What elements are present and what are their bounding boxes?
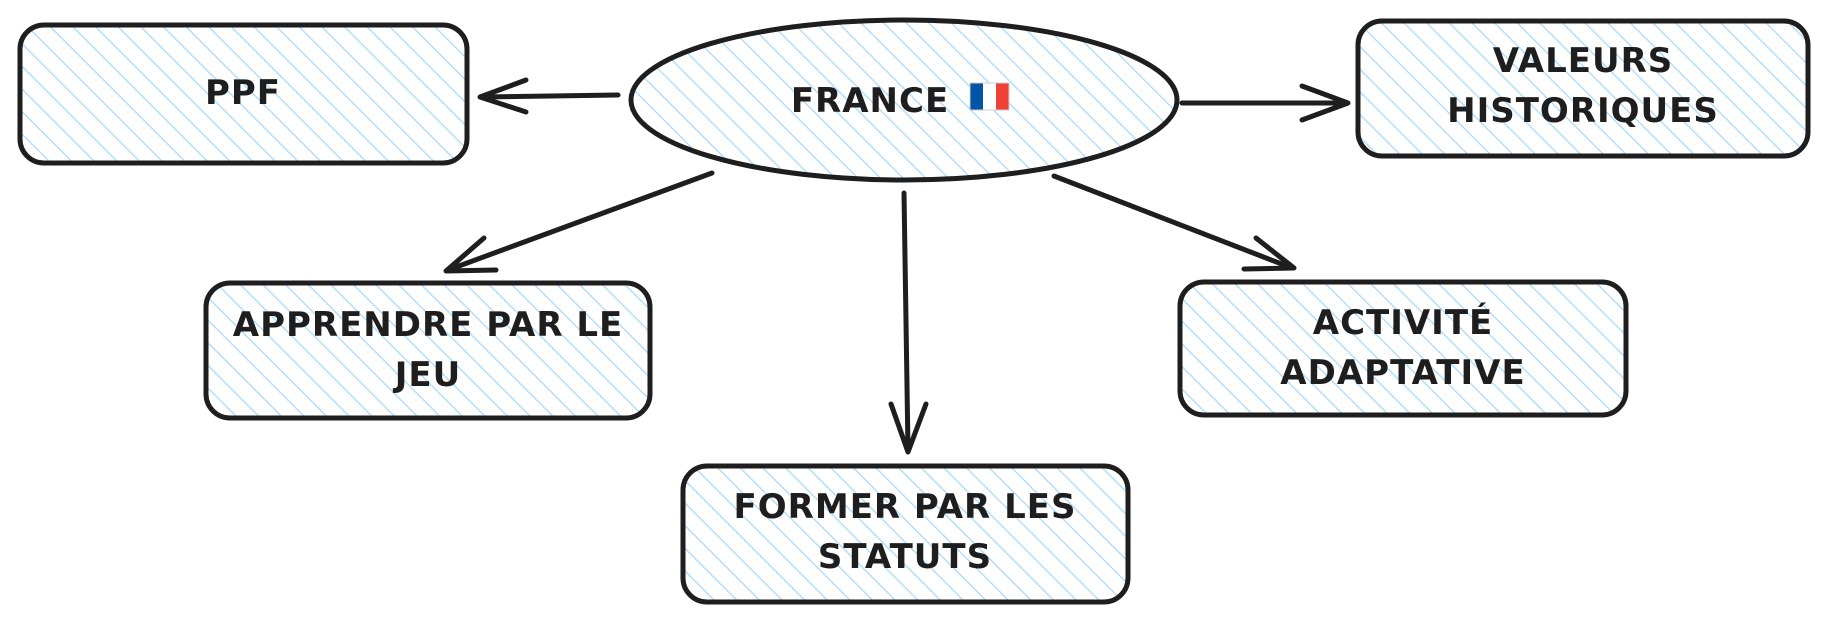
node-valeurs-label-line-1: VALEURS xyxy=(1493,41,1674,81)
node-valeurs-label-line-2: HISTORIQUES xyxy=(1447,91,1719,131)
france-flag-icon xyxy=(969,82,1010,111)
node-ppf-label-line-1: PPF xyxy=(205,73,281,113)
node-activite-label-line-1: ACTIVITÉ xyxy=(1313,302,1494,343)
flag-stripe-white xyxy=(983,83,996,110)
node-activite-adaptative: ACTIVITÉ ADAPTATIVE xyxy=(1177,279,1629,418)
arrow-to-activite-adaptative xyxy=(1051,173,1297,272)
node-ppf: PPF xyxy=(17,22,470,166)
flag-stripe-blue xyxy=(970,83,983,110)
node-former-label-line-2: STATUTS xyxy=(818,537,992,577)
node-former-par-les-statuts: FORMER PAR LES STATUTS xyxy=(680,463,1131,605)
node-apprendre-par-le-jeu: APPRENDRE PAR LE JEU xyxy=(203,280,653,421)
arrow-to-ppf xyxy=(477,77,621,115)
flag-stripe-red xyxy=(996,83,1009,110)
arrow-to-former-par-les-statuts xyxy=(888,190,929,455)
node-valeurs-historiques: VALEURS HISTORIQUES xyxy=(1355,18,1811,159)
center-node-label: FRANCE xyxy=(791,81,949,121)
connectors xyxy=(443,77,1351,455)
center-node-france: FRANCE xyxy=(628,17,1180,183)
node-apprendre-label-line-1: APPRENDRE PAR LE xyxy=(233,305,624,345)
node-activite-label-line-2: ADAPTATIVE xyxy=(1280,353,1525,393)
arrow-to-apprendre-par-le-jeu xyxy=(443,170,715,274)
node-apprendre-label-line-2: JEU xyxy=(393,355,461,395)
node-former-label-line-1: FORMER PAR LES xyxy=(734,487,1077,527)
arrow-to-valeurs-historiques xyxy=(1179,83,1351,123)
